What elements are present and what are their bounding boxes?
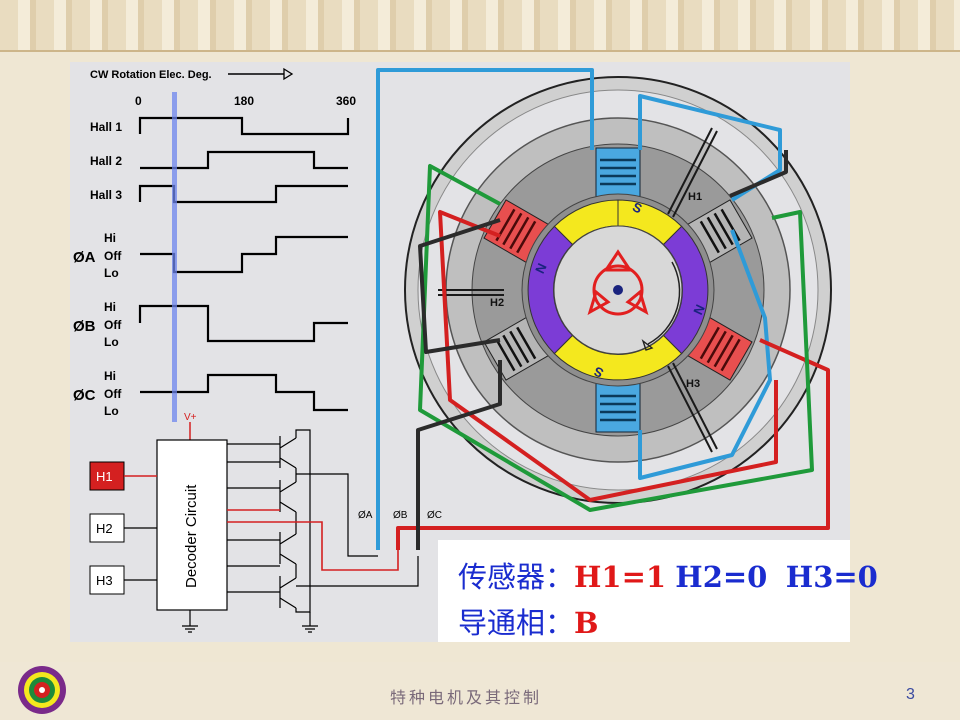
rotation-direction-arc <box>647 261 681 345</box>
phase-b-active-path <box>227 509 399 571</box>
footer-title: 特种电机及其控制 <box>390 688 543 707</box>
status-box: 传感器：H1=1 H2=0 H3=0 导通相：B <box>438 540 878 642</box>
hall-1-wave <box>138 116 350 136</box>
degree-360: 360 <box>336 94 356 108</box>
sensor-h1-box <box>89 461 125 491</box>
h1-value: H1=1 <box>574 560 667 594</box>
phase-c-hi: Hi <box>104 369 116 383</box>
hall-3-wave <box>138 184 348 204</box>
motor-h1-label: H1 <box>688 191 702 203</box>
rotation-arrow-head <box>283 67 294 81</box>
motor-h3-label: H3 <box>686 378 700 390</box>
phase-b-hi: Hi <box>104 300 116 314</box>
sensor-status-label: 传感器： <box>458 560 575 594</box>
hall-1-label: Hall 1 <box>90 120 122 134</box>
motor-h2-label: H2 <box>490 297 504 309</box>
rotor-axis <box>587 249 649 316</box>
timing-title: CW Rotation Elec. Deg. <box>90 69 212 81</box>
sensor-h3-label: H3 <box>96 573 113 588</box>
decorative-bottom-area <box>0 662 960 720</box>
phase-b-off: Off <box>104 318 122 332</box>
motor-hall-labels: H1 H2 H3 <box>490 191 702 390</box>
wire-label-c: ØC <box>427 510 442 521</box>
wire-label-a: ØA <box>358 510 373 521</box>
degree-180: 180 <box>234 94 254 108</box>
phase-b-lo: Lo <box>104 335 119 349</box>
university-logo <box>18 666 66 714</box>
decoder-box <box>156 439 228 611</box>
sensor-h3-box <box>89 565 125 595</box>
h2-value: H2=0 <box>675 560 768 594</box>
bldc-motor: S N N S H1 H2 H3 <box>376 68 832 550</box>
wire-label-b: ØB <box>393 510 408 521</box>
hall-sensor-probes <box>438 127 718 453</box>
transistor-bridge <box>227 429 419 633</box>
hall-3-label: Hall 3 <box>90 188 122 202</box>
sensor-status-line: 传感器：H1=1 H2=0 H3=0 <box>458 554 878 596</box>
degree-0: 0 <box>135 94 142 108</box>
decoder-circuit: V+ Decoder Circuit H1 H2 H3 <box>89 412 442 633</box>
winding-wires <box>376 68 830 550</box>
h3-value: H3=0 <box>785 560 878 594</box>
phase-c-lo: Lo <box>104 404 119 418</box>
rotation-direction-arrowhead <box>641 339 654 351</box>
decoder-label: Decoder Circuit <box>183 484 200 588</box>
phase-a-lo: Lo <box>104 266 119 280</box>
phase-status-label: 导通相： <box>458 606 575 640</box>
sensor-h2-label: H2 <box>96 521 113 536</box>
phase-c-label: ØC <box>73 387 96 404</box>
phase-a-off: Off <box>104 249 122 263</box>
timing-diagram: CW Rotation Elec. Deg. 0 180 360 Hall 1 … <box>73 67 356 422</box>
phase-a-hi: Hi <box>104 231 116 245</box>
phase-c-off: Off <box>104 387 122 401</box>
vplus-label: V+ <box>184 412 197 423</box>
current-position-marker <box>172 92 177 422</box>
phase-b-label: ØB <box>73 318 96 335</box>
decorative-top-border <box>0 0 960 52</box>
phase-value: B <box>574 606 599 640</box>
page-number: 3 <box>906 686 915 703</box>
sensor-h1-label: H1 <box>96 469 113 484</box>
phase-b-wave <box>138 304 348 343</box>
decoder-ground-icon <box>182 625 198 633</box>
hall-2-wave <box>140 150 348 170</box>
conducting-phase-line: 导通相：B <box>458 600 599 642</box>
phase-a-wave <box>140 235 348 274</box>
hall-2-label: Hall 2 <box>90 154 122 168</box>
phase-c-wave <box>140 373 348 412</box>
phase-a-label: ØA <box>73 249 96 266</box>
